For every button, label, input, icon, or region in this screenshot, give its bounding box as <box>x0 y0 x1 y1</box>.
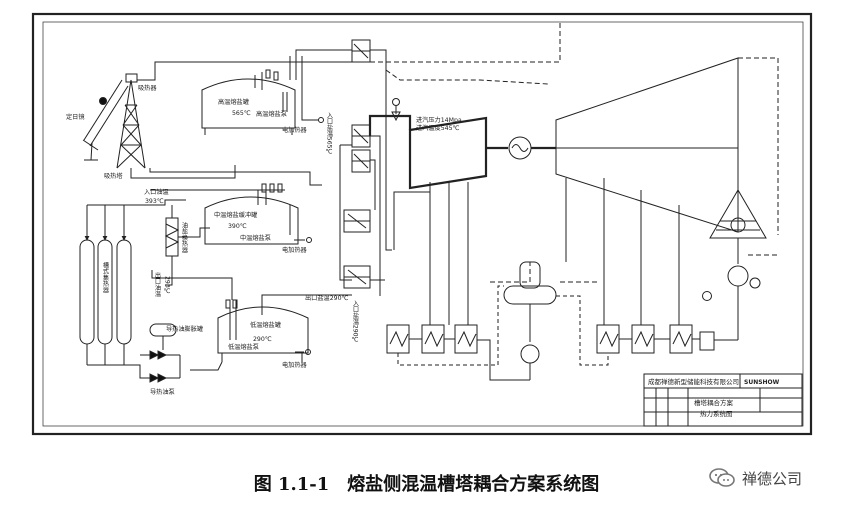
oil-salt-hx-label: 油盐换热器 <box>181 221 188 254</box>
salt-in-bottom-label: 入口盐温290℃ <box>351 300 359 344</box>
salt-out-label: 出口盐温290℃ <box>305 294 349 302</box>
oil-salt-heat-exchanger <box>164 217 180 257</box>
deaerator <box>503 261 557 305</box>
oil-pump-label: 导热油泵 <box>150 388 175 396</box>
wechat-icon <box>709 468 735 487</box>
receiver-tower-label: 吸热塔 <box>104 172 123 180</box>
figure-caption: 图 1.1-1 熔盐侧混温槽塔耦合方案系统图 <box>0 470 853 496</box>
hot-salt-tank <box>201 56 303 135</box>
heater-a-label: 电加热器 <box>282 126 308 134</box>
heliostat-label: 定日镜 <box>66 113 85 121</box>
watermark-text: 禅德公司 <box>742 469 803 488</box>
heater-b-label: 电加热器 <box>282 246 308 254</box>
mid-tank-label: 中温熔盐缓冲罐 <box>214 211 257 219</box>
lp-turbine <box>555 57 739 233</box>
oil-outlet-temp-label: 293℃ <box>163 276 171 295</box>
figure-title: 熔盐侧混温槽塔耦合方案系统图 <box>347 474 600 495</box>
salt-heat-exchangers <box>343 39 371 289</box>
cold-temp-label: 290℃ <box>253 336 272 343</box>
receiver-label: 吸热器 <box>138 84 157 92</box>
heliostat <box>82 79 129 161</box>
drawing-title-2: 热力系统图 <box>700 409 733 418</box>
oil-inlet-temp-label: 393℃ <box>145 198 164 205</box>
extraction-lines <box>393 178 680 325</box>
cold-salt-tank <box>217 299 309 362</box>
mid-pump-label: 中温熔盐泵 <box>240 234 271 242</box>
trough-collector-label: 槽式集热器 <box>102 261 109 294</box>
watermark: 禅德公司 <box>708 466 802 490</box>
condensate-pump <box>727 265 749 287</box>
oil-inlet-label: 入口油温 <box>144 188 169 196</box>
cold-tank-label: 低温熔盐罐 <box>250 321 281 329</box>
hp-turbine <box>408 116 488 190</box>
steam-condition-label: 进汽压力14Mpa 进汽温度545℃ <box>416 116 464 132</box>
figure-number: 图 1.1-1 <box>253 474 330 495</box>
drawing-title-1: 槽塔耦合方案 <box>694 398 734 407</box>
receiver-tower <box>116 73 146 169</box>
heater-c-label: 电加热器 <box>282 361 308 369</box>
salt-in-label: 入口盐温565℃ <box>325 112 333 156</box>
hot-pump-label: 高温熔盐泵 <box>256 110 287 118</box>
oil-pumps <box>149 350 168 383</box>
company-logo: SUNSHOW <box>744 379 780 386</box>
mid-salt-tank <box>204 183 299 245</box>
cold-pump-label: 低温熔盐泵 <box>228 343 259 351</box>
trough-collectors <box>79 205 132 365</box>
mid-temp-label: 390℃ <box>228 223 247 230</box>
drawing-frame-outer <box>31 12 813 436</box>
title-block <box>643 373 803 427</box>
oil-outlet-label: 出口油温 <box>154 271 161 298</box>
sun-marker <box>99 97 107 105</box>
company-name: 成都禅德新型储能科技有限公司 <box>648 377 739 386</box>
expansion-tank-label: 导热油膨胀罐 <box>166 325 203 333</box>
hot-temp-label: 565℃ <box>232 110 251 117</box>
hot-tank-label: 高温熔盐罐 <box>218 98 249 106</box>
drawing-frame-inner <box>42 21 804 427</box>
